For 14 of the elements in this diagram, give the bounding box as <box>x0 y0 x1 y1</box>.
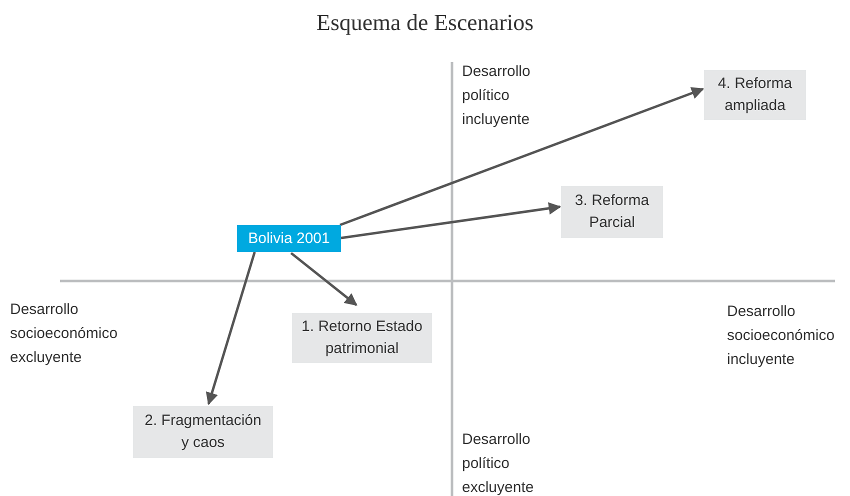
axis-label: Desarrollo político incluyente <box>462 62 532 130</box>
axis-label: Desarrollo socioeconómico excluyente <box>10 300 119 368</box>
scenario-box: 1. Retorno Estado patrimonial <box>292 313 432 363</box>
scenario-box: 2. Fragmentación y caos <box>133 406 273 458</box>
scenario-box: 4. Reforma ampliada <box>704 70 806 120</box>
axis-label: Desarrollo socioeconómico incluyente <box>727 302 836 370</box>
arrow <box>340 87 704 226</box>
title: Esquema de Escenarios <box>315 10 535 36</box>
axis-label: Desarrollo político excluyente <box>462 430 535 496</box>
arrow <box>206 252 256 406</box>
arrow <box>290 252 358 306</box>
start-box: Bolivia 2001 <box>237 225 341 252</box>
scenario-box: 3. Reforma Parcial <box>561 186 663 238</box>
arrow <box>340 202 562 240</box>
